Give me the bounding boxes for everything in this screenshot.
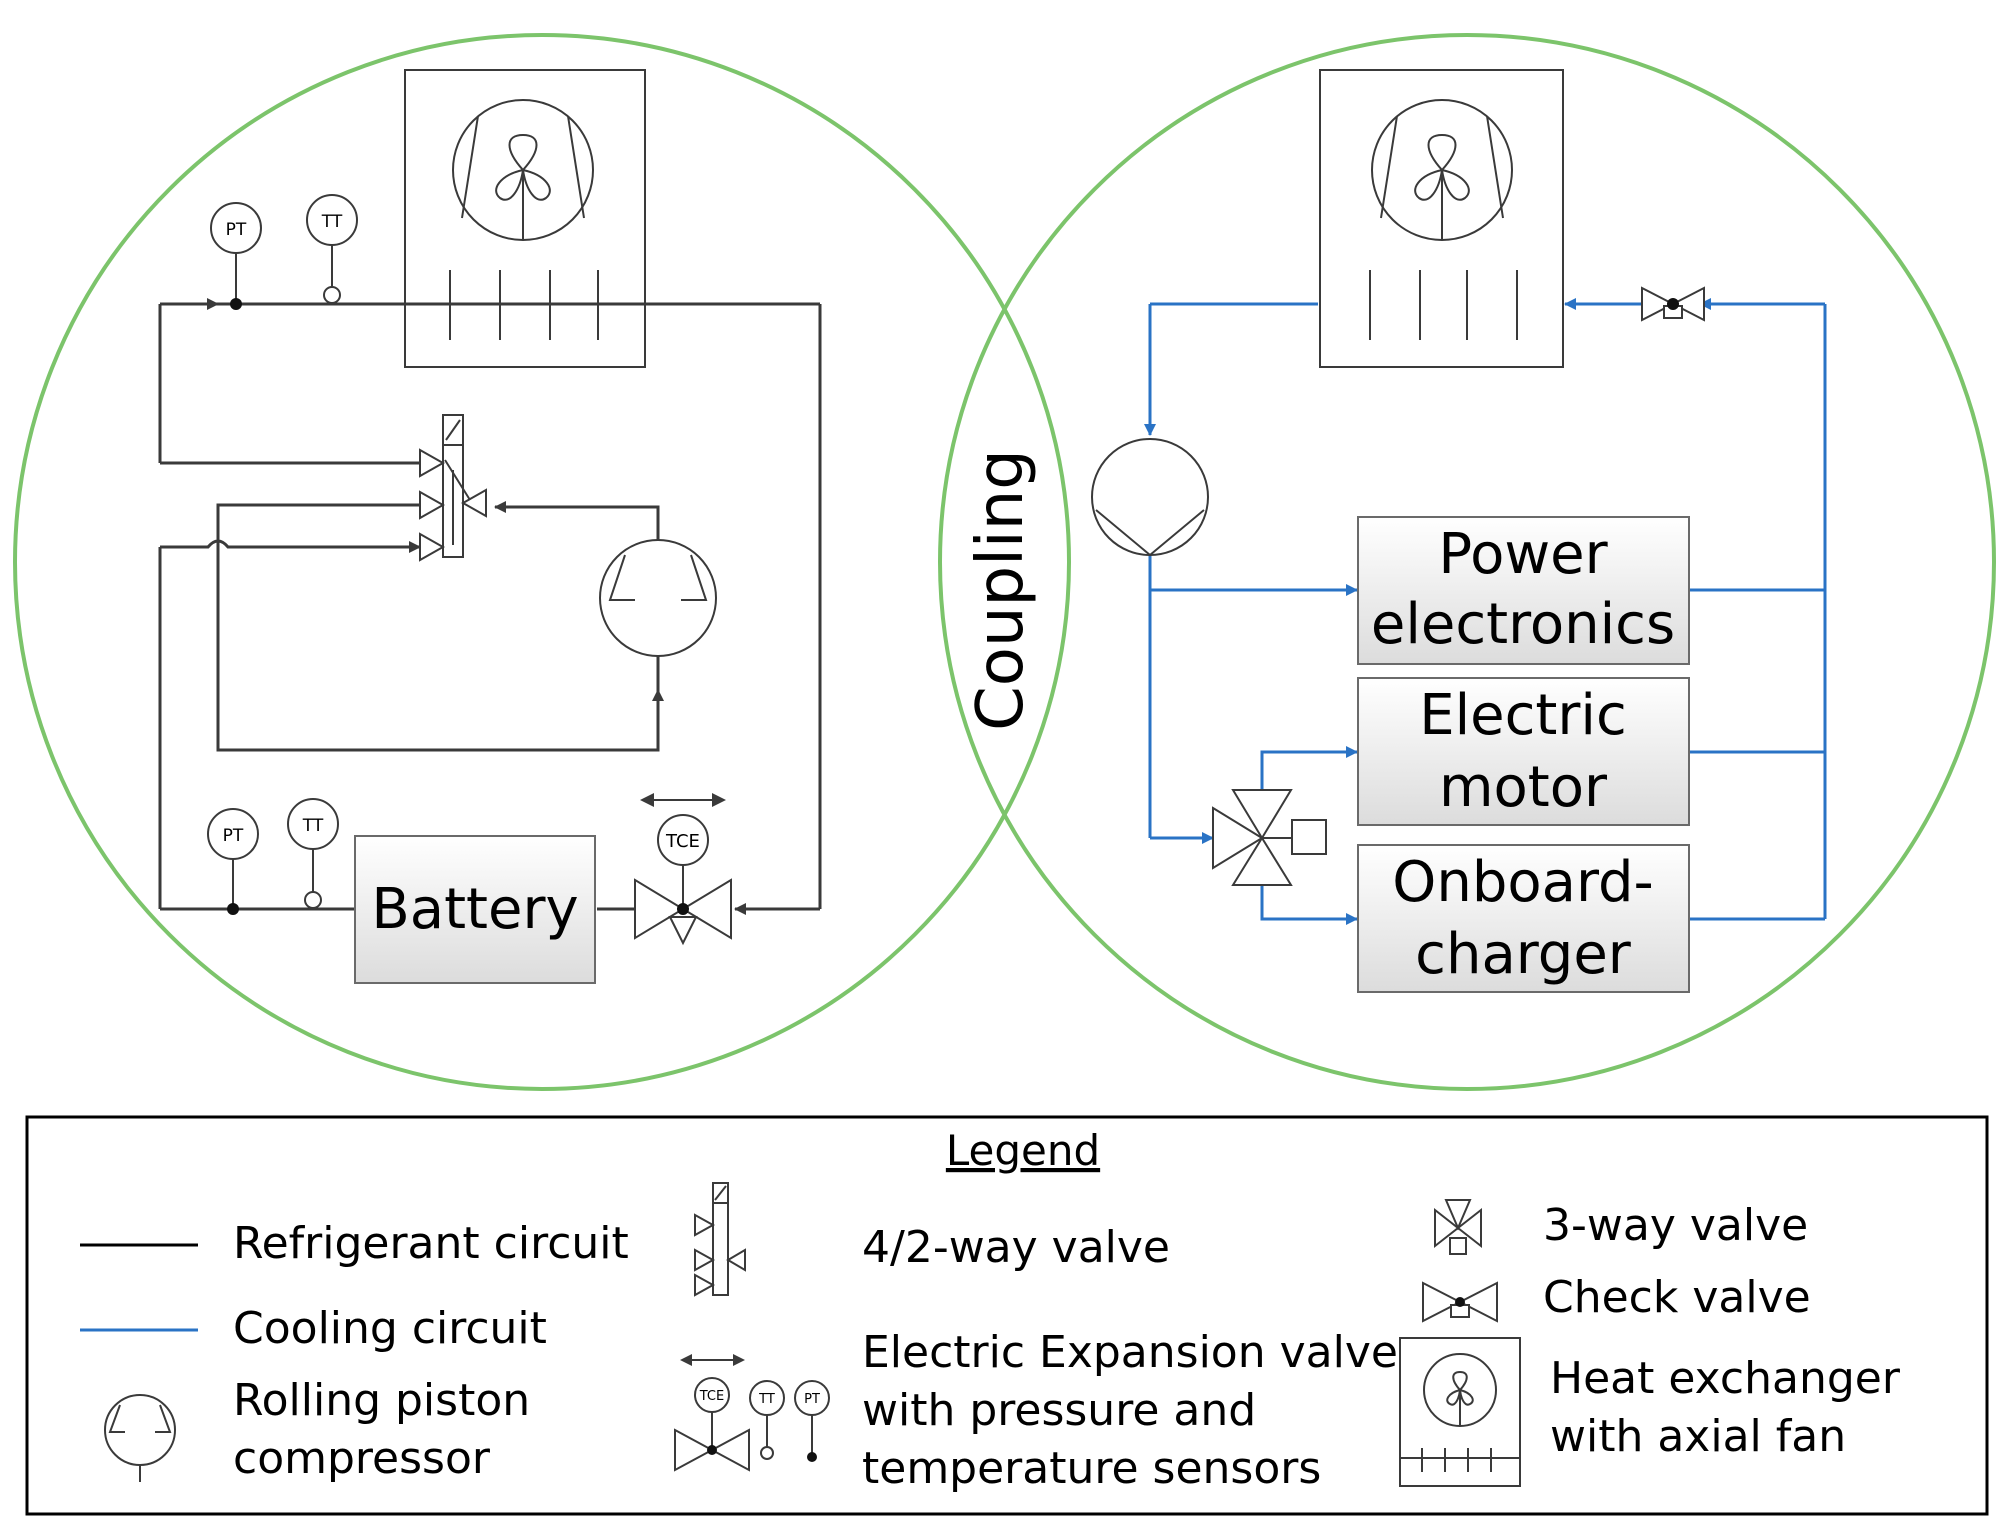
- svg-text:with pressure and: with pressure and: [862, 1385, 1256, 1436]
- temperature-sensor-top: TT: [306, 194, 358, 304]
- svg-text:TCE: TCE: [699, 1389, 724, 1404]
- pressure-sensor-bottom: PT: [207, 808, 259, 915]
- svg-text:Electric Expansion valve: Electric Expansion valve: [862, 1327, 1398, 1378]
- legend-compressor-icon: [104, 1394, 176, 1482]
- legend-check-valve-icon: [1422, 1281, 1498, 1323]
- svg-text:Power: Power: [1438, 522, 1608, 587]
- refrigerant-zone-circle: [13, 33, 1071, 1091]
- legend-refrigerant-label: Refrigerant circuit: [233, 1218, 629, 1269]
- legend-cooling-label: Cooling circuit: [233, 1303, 547, 1354]
- pressure-sensor-top: PT: [210, 202, 262, 310]
- battery-box: Battery: [354, 835, 596, 984]
- svg-text:Onboard-: Onboard-: [1392, 850, 1654, 915]
- onboard-charger-box: Onboard- charger: [1357, 844, 1690, 993]
- svg-text:compressor: compressor: [233, 1433, 491, 1484]
- svg-text:3-way valve: 3-way valve: [1543, 1200, 1808, 1251]
- four-two-way-valve: [419, 414, 487, 562]
- svg-text:PT: PT: [226, 220, 247, 240]
- svg-text:with axial fan: with axial fan: [1550, 1411, 1846, 1462]
- battery-label: Battery: [371, 877, 578, 942]
- electric-motor-box: Electric motor: [1357, 677, 1690, 826]
- temperature-sensor-bottom: TT: [287, 798, 339, 909]
- svg-text:Heat exchanger: Heat exchanger: [1550, 1353, 1901, 1404]
- coupling-label: Coupling: [964, 449, 1038, 731]
- electric-expansion-valve: TCE: [634, 793, 732, 946]
- power-electronics-box: Power electronics: [1357, 516, 1690, 665]
- svg-text:temperature sensors: temperature sensors: [862, 1443, 1321, 1494]
- fan-icon: [461, 115, 585, 240]
- legend: Legend Refrigerant circuit Cooling circu…: [25, 1115, 1989, 1516]
- legend-expansion-valve-icon: TCE TT PT: [674, 1354, 830, 1472]
- svg-text:4/2-way valve: 4/2-way valve: [862, 1222, 1170, 1273]
- svg-text:TT: TT: [758, 1392, 775, 1407]
- svg-text:TT: TT: [321, 212, 343, 232]
- svg-text:Electric: Electric: [1419, 683, 1627, 748]
- svg-text:charger: charger: [1415, 922, 1632, 987]
- svg-text:TT: TT: [302, 816, 324, 836]
- svg-text:Rolling piston: Rolling piston: [233, 1375, 530, 1426]
- three-way-valve: [1212, 789, 1327, 886]
- fan-icon: [1380, 115, 1504, 240]
- cooling-circuit: [1144, 298, 1827, 925]
- check-valve: [1641, 286, 1705, 322]
- svg-text:PT: PT: [223, 826, 244, 846]
- svg-text:PT: PT: [804, 1392, 820, 1407]
- svg-text:electronics: electronics: [1371, 592, 1675, 657]
- coolant-pump: [1091, 438, 1209, 557]
- legend-three-way-valve-icon: [1434, 1199, 1482, 1255]
- legend-heat-exchanger-icon: [1399, 1337, 1521, 1487]
- cooling-zone-circle: [938, 33, 1996, 1091]
- refrigerant-circuit: [158, 298, 822, 915]
- legend-four-two-way-valve-icon: [694, 1182, 746, 1297]
- svg-text:Check valve: Check valve: [1543, 1272, 1811, 1323]
- svg-text:TCE: TCE: [665, 831, 700, 852]
- heat-exchanger-right: [1319, 69, 1564, 368]
- svg-text:motor: motor: [1439, 755, 1608, 820]
- rolling-piston-compressor: [599, 539, 717, 657]
- heat-exchanger-left: [404, 69, 646, 368]
- legend-title: Legend: [946, 1126, 1100, 1175]
